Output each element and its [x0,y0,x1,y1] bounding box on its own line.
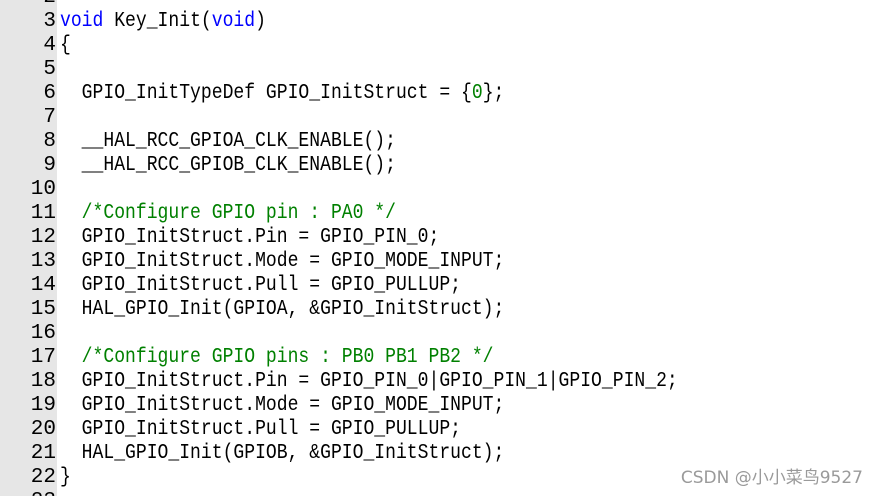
watermark: CSDN @小小菜鸟9527 [680,468,863,488]
code-line: 13 GPIO_InitStruct.Mode = GPIO_MODE_INPU… [0,250,879,274]
line-number: 22 [30,466,56,489]
code-line: 18 GPIO_InitStruct.Pin = GPIO_PIN_0|GPIO… [0,370,879,394]
code-token: HAL_GPIO_Init(GPIOB, &GPIO_InitStruct); [60,442,505,465]
code-line: 17 /*Configure GPIO pins : PB0 PB1 PB2 *… [0,346,879,370]
keyword-token: void [211,10,256,33]
code-line: 22} [0,466,879,490]
code-token: }; [482,82,505,105]
code-line: 6 GPIO_InitTypeDef GPIO_InitStruct = {0}… [0,82,879,106]
code-line: 5 [0,58,879,82]
code-token: } [60,466,71,489]
line-number: 9 [43,154,56,177]
line-number: 12 [30,226,56,249]
comment-token: /*Configure GPIO pin : PA0 */ [60,202,396,225]
line-number: 13 [30,250,56,273]
number-token: 0 [471,82,483,105]
code-line: 23 [0,490,879,496]
code-token: GPIO_InitStruct.Pull = GPIO_PULLUP; [60,418,462,441]
code-text: } [60,466,71,490]
line-number-gutter [0,0,57,496]
line-number: 18 [30,370,56,393]
code-text: void Key_Init(void) [60,10,266,34]
line-number: 23 [0,490,56,496]
line-number: 5 [43,58,56,81]
code-line: 15 HAL_GPIO_Init(GPIOA, &GPIO_InitStruct… [0,298,879,322]
code-line: 20 GPIO_InitStruct.Pull = GPIO_PULLUP; [0,418,879,442]
code-text: GPIO_InitTypeDef GPIO_InitStruct = {0}; [60,82,505,106]
code-text: HAL_GPIO_Init(GPIOA, &GPIO_InitStruct); [60,298,505,322]
code-token: ) [255,10,266,33]
line-number: 14 [30,274,56,297]
code-token: GPIO_InitStruct.Pin = GPIO_PIN_0|GPIO_PI… [60,370,678,393]
code-line: 9 __HAL_RCC_GPIOB_CLK_ENABLE(); [0,154,879,178]
line-number: 2 [0,0,56,10]
code-text: HAL_GPIO_Init(GPIOB, &GPIO_InitStruct); [60,442,505,466]
code-text: GPIO_InitStruct.Pin = GPIO_PIN_0|GPIO_PI… [60,370,678,394]
code-line: 7 [0,106,879,130]
code-line: 10 [0,178,879,202]
line-number: 11 [30,202,56,225]
code-text: GPIO_InitStruct.Pull = GPIO_PULLUP; [60,418,461,442]
code-line: 4{ [0,34,879,58]
code-line: 16 [0,322,879,346]
code-line: 14 GPIO_InitStruct.Pull = GPIO_PULLUP; [0,274,879,298]
code-line: 8 __HAL_RCC_GPIOA_CLK_ENABLE(); [0,130,879,154]
code-line: 11 /*Configure GPIO pin : PA0 */ [0,202,879,226]
line-number: 17 [30,346,56,369]
comment-token: /*Configure GPIO pins : PB0 PB1 PB2 */ [60,346,494,369]
line-number: 19 [30,394,56,417]
code-token: GPIO_InitStruct.Mode = GPIO_MODE_INPUT; [60,394,505,417]
code-token: GPIO_InitStruct.Mode = GPIO_MODE_INPUT; [60,250,505,273]
line-number: 7 [43,106,56,129]
code-token: Key_Init( [103,10,212,33]
keyword-token: void [60,10,104,33]
line-number: 6 [43,82,56,105]
line-number: 10 [30,178,56,201]
line-number: 15 [30,298,56,321]
code-text: __HAL_RCC_GPIOA_CLK_ENABLE(); [60,130,396,154]
code-token: HAL_GPIO_Init(GPIOA, &GPIO_InitStruct); [60,298,505,321]
line-number: 4 [43,34,56,57]
code-text: { [60,34,71,58]
line-number: 20 [30,418,56,441]
line-number: 21 [30,442,56,465]
code-text: GPIO_InitStruct.Pin = GPIO_PIN_0; [60,226,440,250]
code-area[interactable] [57,0,879,496]
code-token: GPIO_InitStruct.Pin = GPIO_PIN_0; [60,226,440,249]
code-text: GPIO_InitStruct.Mode = GPIO_MODE_INPUT; [60,250,505,274]
code-line: 21 HAL_GPIO_Init(GPIOB, &GPIO_InitStruct… [0,442,879,466]
code-token: GPIO_InitTypeDef GPIO_InitStruct = { [60,82,472,105]
line-number: 3 [43,10,56,33]
code-text: GPIO_InitStruct.Pull = GPIO_PULLUP; [60,274,461,298]
code-token: __HAL_RCC_GPIOB_CLK_ENABLE(); [60,154,396,177]
code-text: /*Configure GPIO pin : PA0 */ [60,202,396,226]
code-line: 2 [0,0,879,10]
code-token: __HAL_RCC_GPIOA_CLK_ENABLE(); [60,130,396,153]
code-text: __HAL_RCC_GPIOB_CLK_ENABLE(); [60,154,396,178]
code-line: 19 GPIO_InitStruct.Mode = GPIO_MODE_INPU… [0,394,879,418]
code-token: { [60,34,71,57]
line-number: 16 [30,322,56,345]
line-number: 8 [43,130,56,153]
code-line: 12 GPIO_InitStruct.Pin = GPIO_PIN_0; [0,226,879,250]
code-text: GPIO_InitStruct.Mode = GPIO_MODE_INPUT; [60,394,505,418]
code-text: /*Configure GPIO pins : PB0 PB1 PB2 */ [60,346,494,370]
code-token: GPIO_InitStruct.Pull = GPIO_PULLUP; [60,274,462,297]
